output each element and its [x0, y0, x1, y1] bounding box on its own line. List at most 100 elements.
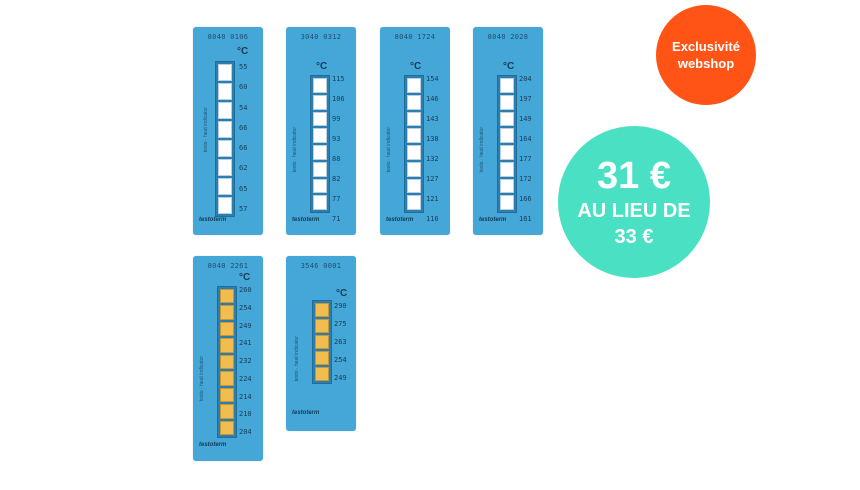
strip-side-text: testo · heat indicator	[203, 107, 209, 153]
price-badge: 31 € AU LIEU DE 33 €	[558, 126, 710, 278]
temp-value: 197	[519, 95, 532, 103]
temp-value: 116	[426, 215, 439, 223]
indicator-cell	[407, 178, 421, 194]
temp-value: 154	[426, 75, 439, 83]
strip-code: 8040 2028	[487, 33, 529, 41]
strip-code: 8040 1724	[394, 33, 436, 41]
temperature-strip-1: 8040 0106 °C testo · heat indicator 55 6…	[193, 27, 263, 235]
brand-logo: testoterm	[199, 442, 227, 448]
indicator-cell	[313, 161, 327, 177]
temp-value: 260	[239, 286, 252, 294]
indicator-cell	[220, 371, 234, 386]
strip-side-text: testo · heat indicator	[479, 127, 485, 173]
temperature-strip-5: 8040 2261 °C testo · heat indicator 260 …	[193, 256, 263, 461]
temp-value: 290	[334, 302, 347, 310]
temp-value: 224	[239, 374, 252, 383]
temp-value: 143	[426, 115, 439, 123]
indicator-cell	[500, 78, 514, 93]
temperature-strip-2: 3040 0312 °C testo · heat indicator 115 …	[286, 27, 356, 235]
badge-line-1: Exclusivité	[672, 39, 740, 54]
exclusive-webshop-badge: Exclusivité webshop	[656, 5, 756, 105]
indicator-cell	[218, 102, 232, 119]
temp-value: 60	[239, 83, 248, 92]
indicator-cell	[315, 335, 329, 349]
indicator-cell	[218, 121, 232, 138]
indicator-cell	[313, 178, 327, 194]
indicator-cell	[313, 94, 327, 110]
temp-value: 249	[334, 374, 347, 382]
indicator-cell	[313, 128, 327, 143]
temp-value: 177	[519, 155, 532, 163]
temp-value: 241	[239, 339, 252, 348]
temp-value: 164	[519, 135, 532, 143]
indicator-cell	[315, 319, 329, 333]
temp-value: 249	[239, 321, 252, 330]
temperature-values: 55 60 54 66 66 62 65 57	[239, 63, 247, 213]
temperature-values: 204 197 149 164 177 172 166 161	[519, 75, 532, 223]
temperature-strip-3: 8040 1724 °C testo · heat indicator 154 …	[380, 27, 450, 235]
indicator-cell	[218, 64, 232, 81]
strip-unit: °C	[237, 46, 249, 57]
indicator-cell	[218, 83, 232, 100]
temperature-strip-4: 8040 2028 °C testo · heat indicator 204 …	[473, 27, 543, 235]
strip-code: 3546 0001	[300, 262, 342, 270]
indicator-cell	[407, 78, 421, 93]
indicator-cell	[315, 351, 329, 365]
temp-value: 263	[334, 338, 347, 346]
strip-code: 3040 0312	[300, 33, 342, 41]
temp-value: 254	[334, 356, 347, 364]
indicator-cell	[500, 94, 514, 110]
strip-side-text: testo · heat indicator	[292, 127, 298, 173]
temp-value: 161	[519, 215, 532, 223]
strip-side-text: testo · heat indicator	[386, 127, 392, 173]
temp-value: 77	[332, 195, 341, 203]
temp-value: 127	[426, 175, 439, 183]
indicator-cell	[407, 195, 421, 210]
temp-value: 62	[239, 164, 248, 173]
indicator-cell	[313, 145, 327, 160]
indicator-cell	[220, 289, 234, 304]
indicator-cell	[218, 197, 232, 214]
indicator-cell	[500, 195, 514, 210]
strip-unit: °C	[410, 61, 422, 72]
indicator-cell	[220, 354, 234, 370]
indicator-cell	[500, 111, 514, 127]
temp-value: 138	[426, 135, 439, 143]
strip-unit: °C	[239, 272, 251, 283]
indicator-cell	[218, 140, 232, 157]
indicator-cell	[313, 195, 327, 210]
indicator-cells	[310, 75, 330, 213]
temp-value: 254	[239, 303, 252, 312]
original-price: 33 €	[614, 226, 654, 248]
temp-value: 65	[239, 184, 248, 193]
temp-value: 71	[332, 215, 341, 223]
indicator-cell	[220, 338, 234, 353]
brand-logo: testoterm	[199, 217, 227, 223]
temp-value: 106	[332, 95, 345, 103]
indicator-cell	[315, 303, 329, 317]
indicator-cell	[500, 145, 514, 160]
indicator-cell	[220, 305, 234, 320]
brand-logo: testoterm	[292, 217, 320, 223]
indicator-cell	[313, 111, 327, 127]
temperature-values: 290 275 263 254 249	[334, 302, 347, 382]
indicator-cells	[215, 61, 235, 217]
temp-value: 204	[519, 75, 532, 83]
temp-value: 93	[332, 135, 341, 143]
strip-side-text: testo · heat indicator	[294, 336, 300, 382]
temp-value: 132	[426, 155, 439, 163]
indicator-cells	[404, 75, 424, 213]
temp-value: 166	[519, 195, 532, 203]
strip-code: 8040 0106	[207, 33, 249, 41]
temperature-values: 115 106 99 93 88 82 77 71	[332, 75, 345, 223]
indicator-cell	[313, 78, 327, 93]
temp-value: 146	[426, 95, 439, 103]
temp-value: 275	[334, 320, 347, 328]
strip-unit: °C	[503, 61, 515, 72]
badge-line-2: webshop	[677, 56, 735, 71]
temp-value: 99	[332, 115, 341, 123]
sale-price: 31 €	[597, 155, 671, 197]
temp-value: 82	[332, 175, 341, 183]
strip-code: 8040 2261	[207, 262, 249, 270]
